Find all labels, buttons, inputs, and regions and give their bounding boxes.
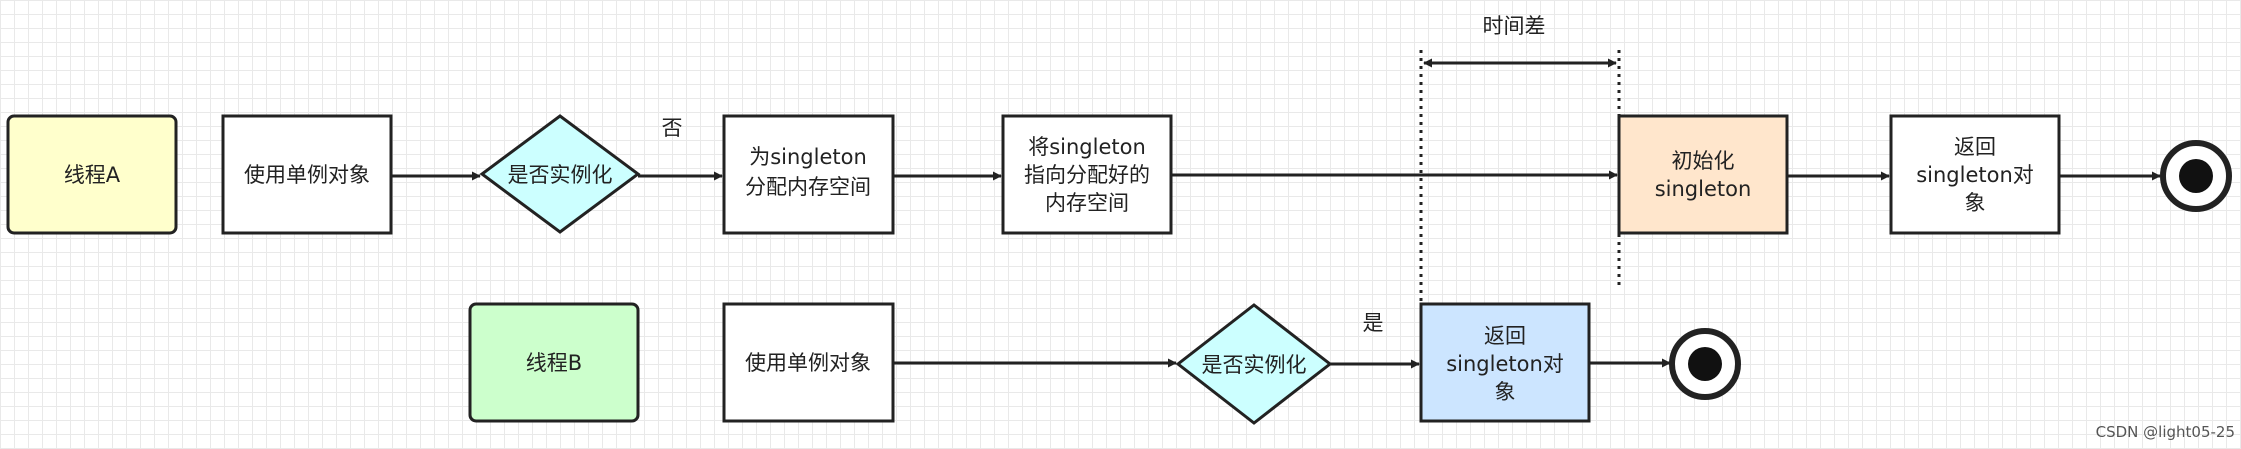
thread-b-return-singleton-node: 返回 singleton对 象 xyxy=(1419,302,1591,423)
svg-text:线程B: 线程B xyxy=(526,351,582,375)
thread-a-check-instance-decision: 是否实例化 xyxy=(479,114,641,234)
time-gap-label: 时间差 xyxy=(1483,14,1546,38)
svg-text:内存空间: 内存空间 xyxy=(1045,191,1129,215)
svg-text:指向分配好的: 指向分配好的 xyxy=(1024,163,1150,187)
thread-a-end-node xyxy=(2160,140,2232,212)
thread-b-end-node xyxy=(1669,328,1741,400)
svg-text:是否实例化: 是否实例化 xyxy=(1202,353,1307,377)
svg-text:为singleton: 为singleton xyxy=(749,145,867,169)
svg-text:singleton对: singleton对 xyxy=(1446,352,1564,376)
thread-b-arrows xyxy=(893,358,1671,369)
thread-a-initialize-singleton-node: 初始化 singleton xyxy=(1617,114,1789,235)
thread-b-use-singleton-node: 使用单例对象 xyxy=(722,302,895,423)
thread-b-check-instance-decision: 是否实例化 xyxy=(1175,303,1333,425)
thread-b-node: 线程B xyxy=(468,302,640,423)
svg-text:返回: 返回 xyxy=(1484,324,1526,348)
svg-text:singleton对: singleton对 xyxy=(1916,163,2034,187)
thread-a-point-reference-node: 将singleton 指向分配好的 内存空间 xyxy=(1001,114,1173,235)
thread-a-allocate-memory-node: 为singleton 分配内存空间 xyxy=(722,114,895,235)
svg-text:分配内存空间: 分配内存空间 xyxy=(745,175,871,199)
svg-text:使用单例对象: 使用单例对象 xyxy=(244,163,370,187)
watermark: CSDN @light05-25 xyxy=(2095,423,2235,441)
svg-text:singleton: singleton xyxy=(1655,177,1752,201)
svg-text:是否实例化: 是否实例化 xyxy=(508,163,613,187)
svg-text:使用单例对象: 使用单例对象 xyxy=(745,351,871,375)
yes-branch-label: 是 xyxy=(1363,311,1384,335)
svg-text:返回: 返回 xyxy=(1954,135,1996,159)
thread-a-use-singleton-node: 使用单例对象 xyxy=(221,114,393,235)
svg-text:象: 象 xyxy=(1495,380,1516,404)
svg-text:线程A: 线程A xyxy=(64,163,121,187)
svg-text:将singleton: 将singleton xyxy=(1028,135,1146,159)
thread-a-node: 线程A xyxy=(6,114,178,235)
thread-a-return-singleton-node: 返回 singleton对 象 xyxy=(1889,114,2061,235)
svg-text:初始化: 初始化 xyxy=(1672,149,1735,173)
svg-text:象: 象 xyxy=(1965,191,1986,215)
thread-a-arrows xyxy=(391,170,2161,181)
time-gap-marker: 时间差 xyxy=(1419,14,1621,306)
no-branch-label: 否 xyxy=(662,116,683,140)
